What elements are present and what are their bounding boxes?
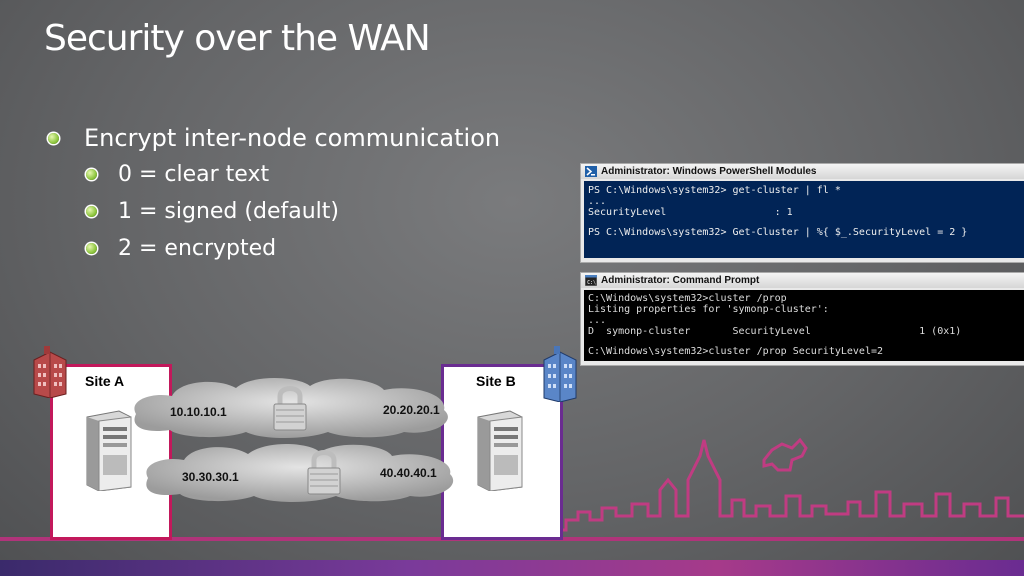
lock-icon <box>307 450 341 495</box>
lock-icon <box>273 386 307 431</box>
console-line: PS C:\Windows\system32> Get-Cluster | %{… <box>588 227 968 238</box>
cmd-output: C:\Windows\system32>cluster /prop Listin… <box>584 290 1024 361</box>
cmd-title: Administrator: Command Prompt <box>601 275 760 286</box>
bullet-sub: 1 = signed (default) <box>48 193 500 230</box>
ip-label: 40.40.40.1 <box>380 466 437 480</box>
console-line: PS C:\Windows\system32> get-cluster | fl… <box>588 185 841 196</box>
city-skyline-outline <box>556 437 1024 532</box>
bullet-sub-text: 1 = signed (default) <box>118 199 339 224</box>
site-a-label: Site A <box>85 373 125 389</box>
bullet-list: Encrypt inter-node communication 0 = cle… <box>48 120 500 267</box>
console-line: Listing properties for 'symonp-cluster': <box>588 304 829 315</box>
svg-text:C:\: C:\ <box>587 280 596 286</box>
powershell-output: PS C:\Windows\system32> get-cluster | fl… <box>584 181 1024 258</box>
powershell-title: Administrator: Windows PowerShell Module… <box>601 166 817 177</box>
bullet-sub-text: 2 = encrypted <box>118 236 277 261</box>
console-line: ... <box>588 196 607 207</box>
site-b-box: Site B <box>441 364 563 540</box>
powershell-window: Administrator: Windows PowerShell Module… <box>580 163 1024 263</box>
site-a-box: Site A <box>50 364 172 540</box>
building-blue-icon <box>543 346 577 402</box>
building-red-icon <box>33 346 67 398</box>
cmd-icon: C:\ <box>585 275 597 286</box>
bullet-main: Encrypt inter-node communication <box>48 120 500 156</box>
bullet-dot-icon <box>86 243 97 254</box>
console-line: C:\Windows\system32>cluster /prop Securi… <box>588 346 884 357</box>
console-line: ... <box>588 315 607 326</box>
bullet-sub: 0 = clear text <box>48 156 500 193</box>
console-line: D symonp-cluster SecurityLevel 1 (0x1) <box>588 326 962 337</box>
cmd-window: C:\ Administrator: Command Prompt C:\Win… <box>580 272 1024 366</box>
bullet-main-text: Encrypt inter-node communication <box>84 124 501 152</box>
cloud-icon <box>146 444 454 502</box>
server-icon <box>86 410 132 491</box>
powershell-titlebar: Administrator: Windows PowerShell Module… <box>581 164 1024 179</box>
bullet-dot-icon <box>86 206 97 217</box>
site-b-label: Site B <box>476 373 516 389</box>
bullet-sub-text: 0 = clear text <box>118 162 270 187</box>
powershell-icon <box>585 166 597 177</box>
bullet-dot-icon <box>48 133 59 144</box>
bullet-sub: 2 = encrypted <box>48 230 500 267</box>
console-line: SecurityLevel : 1 <box>588 207 793 218</box>
ip-label: 30.30.30.1 <box>182 470 239 484</box>
bottom-gradient-bar <box>0 560 1024 576</box>
console-line: C:\Windows\system32>cluster /prop <box>588 293 787 304</box>
ip-label: 10.10.10.1 <box>170 405 227 419</box>
cmd-titlebar: C:\ Administrator: Command Prompt <box>581 273 1024 288</box>
bullet-dot-icon <box>86 169 97 180</box>
slide-title: Security over the WAN <box>44 18 431 59</box>
server-icon <box>477 410 523 491</box>
ip-label: 20.20.20.1 <box>383 403 440 417</box>
